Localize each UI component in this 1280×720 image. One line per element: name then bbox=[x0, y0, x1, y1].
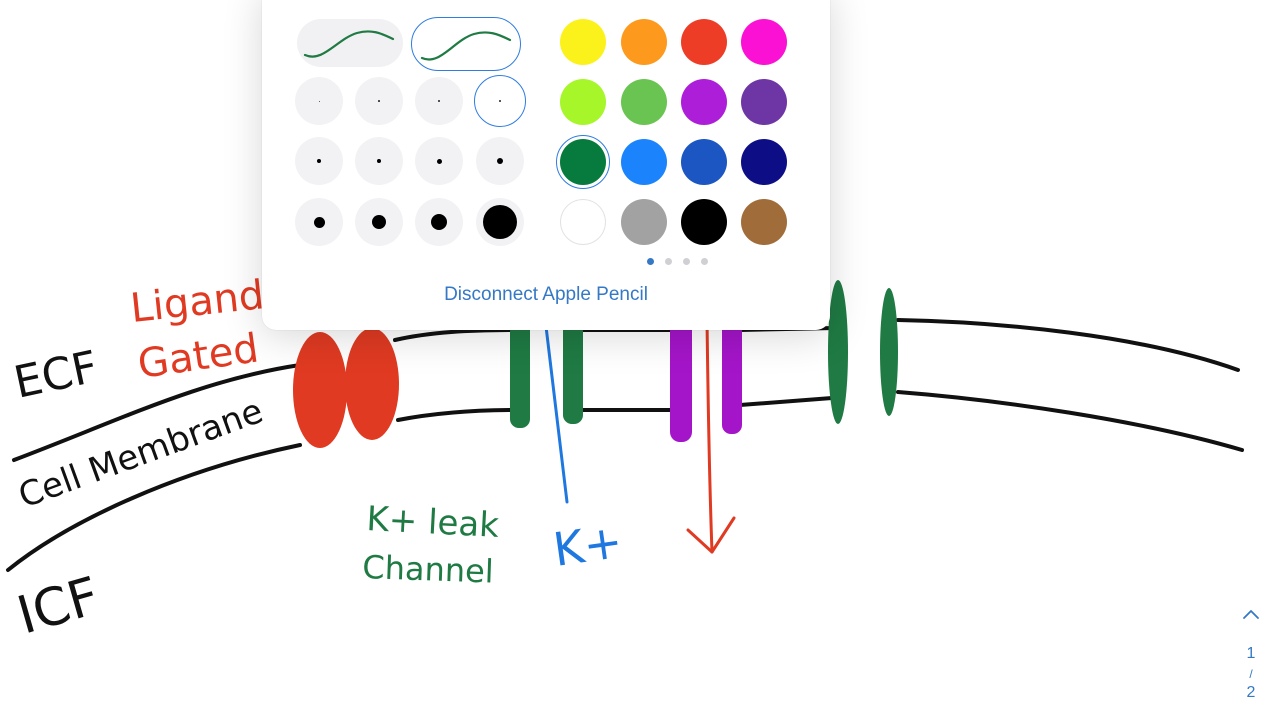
k-leak-channel bbox=[510, 318, 583, 428]
palette-page-dot[interactable] bbox=[665, 258, 672, 265]
stroke-size-dot bbox=[438, 100, 440, 102]
color-swatch-fill bbox=[621, 19, 667, 65]
color-swatch-fill bbox=[621, 199, 667, 245]
stroke-size-option[interactable] bbox=[415, 198, 463, 246]
color-swatch-purple[interactable] bbox=[677, 75, 731, 129]
membrane-outer-line bbox=[12, 318, 1240, 462]
right-green-channel bbox=[828, 280, 898, 424]
stroke-size-dot bbox=[376, 158, 382, 164]
ligand-gated-channel bbox=[293, 328, 399, 448]
stroke-size-dot bbox=[483, 205, 517, 239]
color-swatch-fill bbox=[681, 139, 727, 185]
color-swatch-magenta[interactable] bbox=[737, 15, 791, 69]
page-current-number: 1 bbox=[1246, 645, 1256, 662]
color-swatch-violet[interactable] bbox=[737, 75, 791, 129]
color-swatch-yellow[interactable] bbox=[556, 15, 610, 69]
color-swatch-fill bbox=[741, 19, 787, 65]
stroke-size-dot bbox=[436, 158, 442, 164]
stroke-size-dot bbox=[498, 99, 502, 103]
color-swatch-fill bbox=[741, 199, 787, 245]
color-swatch-fill bbox=[681, 19, 727, 65]
stroke-size-option-selected[interactable] bbox=[474, 75, 526, 127]
page-separator: / bbox=[1249, 667, 1253, 681]
stroke-size-option[interactable] bbox=[295, 77, 343, 125]
color-swatch-red[interactable] bbox=[677, 15, 731, 69]
color-swatch-green[interactable] bbox=[617, 75, 671, 129]
stroke-size-dot bbox=[378, 100, 380, 102]
color-swatch-fill bbox=[681, 79, 727, 125]
label-channel: Channel bbox=[362, 548, 495, 591]
color-swatch-lime[interactable] bbox=[556, 75, 610, 129]
label-ligand: Ligand bbox=[128, 272, 266, 332]
stroke-size-option[interactable] bbox=[415, 77, 463, 125]
color-swatch-fill bbox=[560, 199, 606, 245]
purple-channel bbox=[670, 318, 742, 442]
palette-page-dot[interactable] bbox=[701, 258, 708, 265]
stroke-size-dot bbox=[431, 214, 447, 230]
stroke-size-option[interactable] bbox=[355, 77, 403, 125]
membrane-inner-line bbox=[6, 390, 1244, 572]
pen-palette-popover: Disconnect Apple Pencil bbox=[262, 0, 830, 330]
stroke-size-option[interactable] bbox=[476, 198, 524, 246]
k-ion-path-line bbox=[543, 316, 569, 504]
pen-stroke-outlined-tool-button[interactable] bbox=[411, 17, 521, 71]
disconnect-pencil-button[interactable]: Disconnect Apple Pencil bbox=[444, 284, 648, 305]
stroke-size-option[interactable] bbox=[355, 137, 403, 185]
stroke-size-option[interactable] bbox=[295, 137, 343, 185]
stroke-size-dot bbox=[496, 157, 504, 165]
stroke-size-dot bbox=[372, 215, 386, 229]
color-swatch-fill bbox=[741, 139, 787, 185]
red-down-arrow bbox=[686, 316, 736, 554]
color-swatch-dark-green-selected[interactable] bbox=[556, 135, 610, 189]
stroke-size-dot bbox=[318, 100, 320, 102]
palette-page-dot[interactable] bbox=[683, 258, 690, 265]
color-swatch-white[interactable] bbox=[556, 195, 610, 249]
color-swatch-fill bbox=[560, 19, 606, 65]
color-swatch-blue[interactable] bbox=[617, 135, 671, 189]
stroke-size-dot bbox=[313, 216, 325, 228]
label-icf: ICF bbox=[11, 566, 106, 646]
label-k-leak: K+ leak bbox=[366, 499, 501, 546]
pen-stroke-tool-button[interactable] bbox=[297, 19, 403, 67]
color-swatch-black[interactable] bbox=[677, 195, 731, 249]
color-swatch-royal-blue[interactable] bbox=[677, 135, 731, 189]
label-ecf: ECF bbox=[10, 341, 103, 408]
color-swatch-navy[interactable] bbox=[737, 135, 791, 189]
color-swatch-fill bbox=[621, 79, 667, 125]
color-swatch-orange[interactable] bbox=[617, 15, 671, 69]
page-up-chevron-icon[interactable] bbox=[1239, 604, 1263, 626]
color-swatch-fill bbox=[741, 79, 787, 125]
stroke-size-option[interactable] bbox=[295, 198, 343, 246]
color-swatch-fill bbox=[681, 199, 727, 245]
pen-stroke-icon bbox=[420, 31, 512, 61]
stroke-size-option[interactable] bbox=[355, 198, 403, 246]
palette-page-dot-active[interactable] bbox=[647, 258, 654, 265]
color-swatch-gray[interactable] bbox=[617, 195, 671, 249]
stroke-size-dot bbox=[317, 159, 321, 163]
stroke-size-option[interactable] bbox=[476, 137, 524, 185]
color-swatch-fill bbox=[560, 139, 606, 185]
page-total-number: 2 bbox=[1246, 684, 1256, 701]
color-swatch-fill bbox=[560, 79, 606, 125]
label-k-ion: K+ bbox=[550, 514, 626, 577]
pen-stroke-icon bbox=[303, 30, 395, 58]
stroke-size-option[interactable] bbox=[415, 137, 463, 185]
color-swatch-brown[interactable] bbox=[737, 195, 791, 249]
color-swatch-fill bbox=[621, 139, 667, 185]
